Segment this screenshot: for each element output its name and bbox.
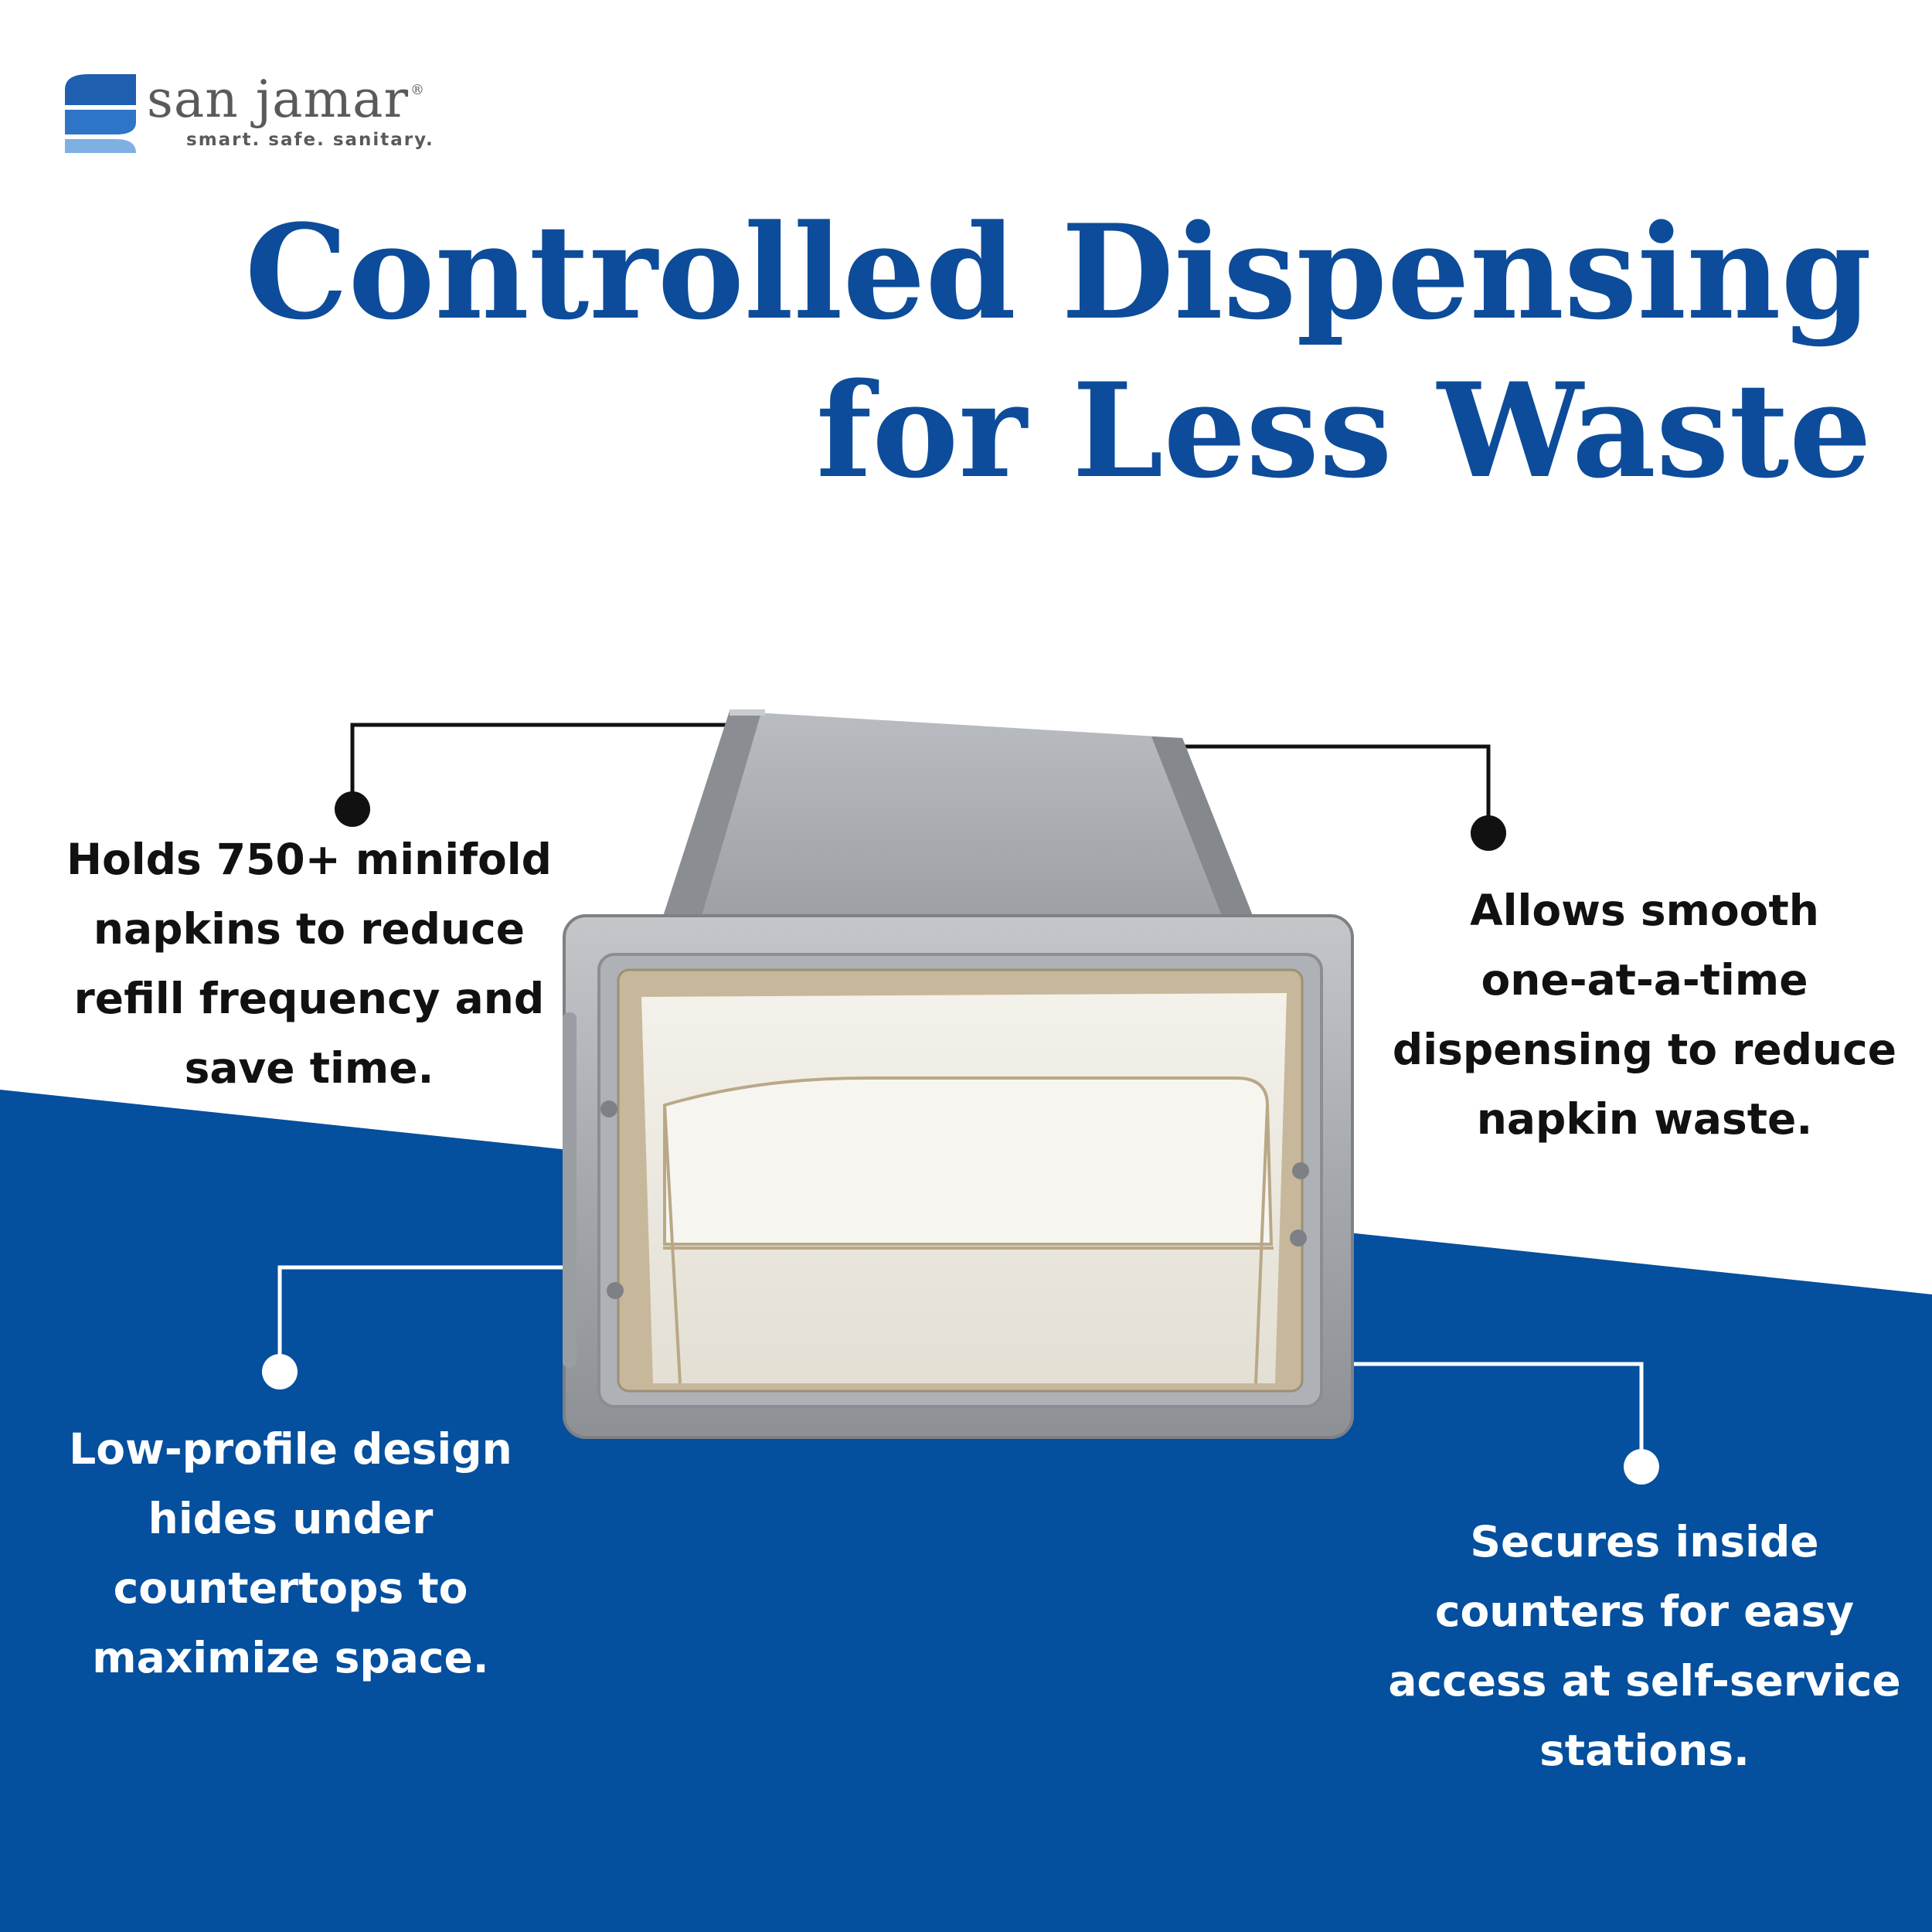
headline: Controlled Dispensing for Less Waste bbox=[94, 193, 1872, 510]
connector-top-left bbox=[335, 723, 726, 827]
san-jamar-logo: san jamar® smart. safe. sanitary. bbox=[65, 70, 467, 159]
headline-line-1: Controlled Dispensing bbox=[244, 196, 1872, 349]
connector-bottom-right bbox=[1314, 1362, 1659, 1485]
san-jamar-logo-mark-icon bbox=[65, 74, 136, 153]
headline-line-2: for Less Waste bbox=[816, 354, 1872, 507]
callout-bottom-left: Low-profile design hides under counterto… bbox=[69, 1424, 512, 1682]
callout-top-right: Allows smooth one-at-a-time dispensing t… bbox=[1392, 886, 1897, 1144]
blue-background-panel bbox=[0, 1090, 1932, 1932]
brand-name: san jamar® bbox=[147, 70, 425, 129]
connector-bottom-left bbox=[262, 1265, 587, 1389]
callout-top-left: Holds 750+ minifold napkins to reduce re… bbox=[66, 835, 553, 1093]
napkin-dispenser-image bbox=[563, 709, 1354, 1439]
callout-bottom-right: Secures inside counters for easy access … bbox=[1388, 1517, 1901, 1775]
connector-top-right bbox=[1179, 744, 1506, 851]
brand-tagline: smart. safe. sanitary. bbox=[186, 130, 434, 150]
